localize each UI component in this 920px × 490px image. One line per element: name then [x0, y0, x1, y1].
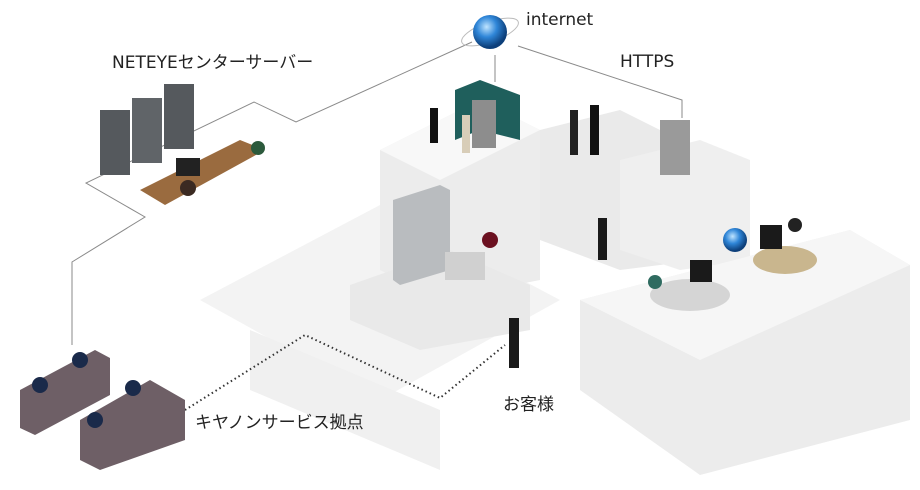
cabinet-desk: [393, 185, 498, 285]
copier-booth: [430, 80, 520, 153]
center-server-label: NETEYEセンターサーバー: [112, 53, 314, 73]
customer-label: お客様: [503, 395, 554, 415]
service-base-booths: [20, 350, 185, 470]
walking-person: [509, 218, 607, 368]
small-globe-icon: [723, 228, 747, 252]
internet-label: internet: [526, 10, 594, 30]
copier-right: [660, 120, 690, 175]
people-talking: [570, 105, 599, 155]
server-racks: [100, 84, 194, 175]
center-desk: [140, 140, 265, 205]
meeting-area: [648, 218, 817, 311]
connection-line-https: [517, 45, 683, 118]
connection-line-server: [71, 41, 473, 345]
internet-globe-icon: [461, 15, 519, 49]
https-label: HTTPS: [620, 52, 675, 72]
service-base-label: キヤノンサービス拠点: [195, 413, 364, 433]
